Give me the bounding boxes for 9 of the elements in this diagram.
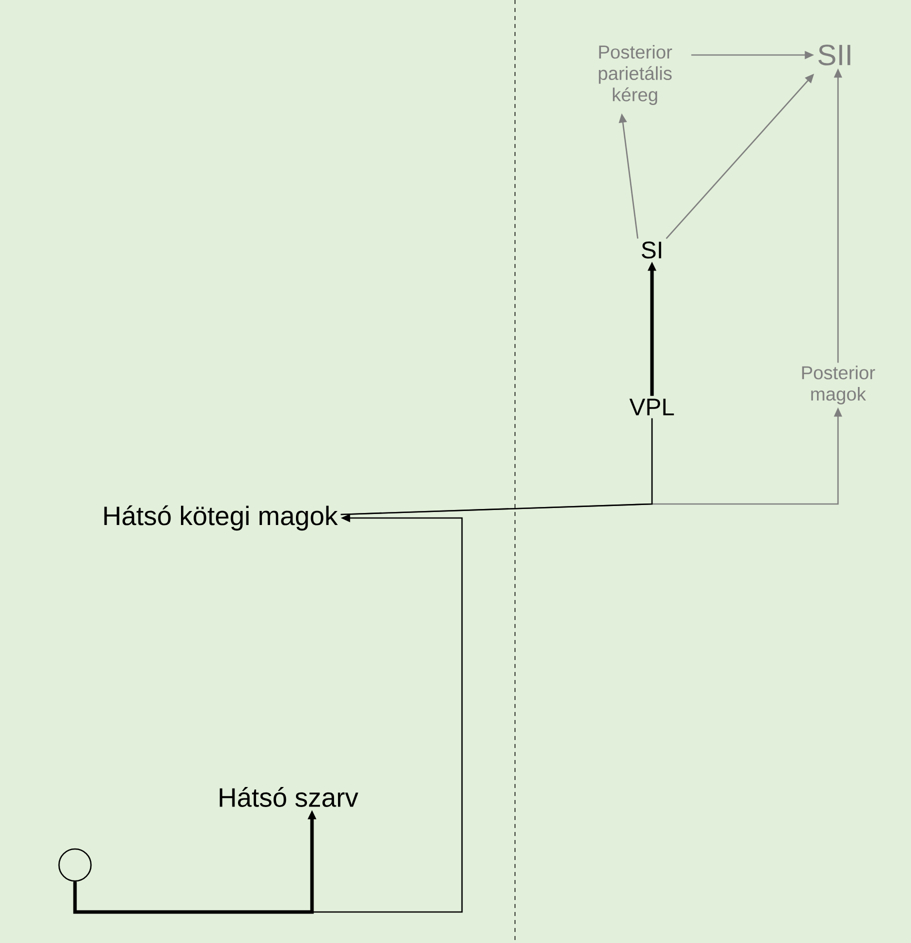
cortex-label: SI: [642, 242, 662, 258]
cortex-label: SII: [818, 44, 850, 66]
cortex-label: Posterior parietális kéreg: [598, 44, 672, 106]
nucleus-label: VPL: [629, 398, 674, 416]
receptor-circle: [58, 848, 92, 882]
nucleus-label: Hátsó kötegi magok: [104, 505, 338, 531]
nucleus-label: Posterior magok: [802, 366, 876, 404]
region-label: Hátsó szarv: [220, 787, 358, 807]
connector-line: [340, 418, 653, 516]
